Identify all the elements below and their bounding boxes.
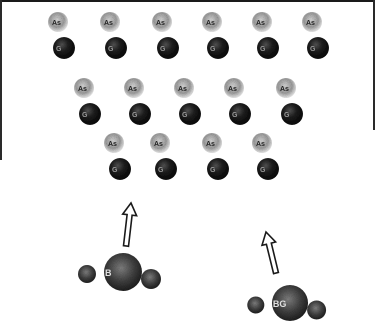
gallium-label: G (284, 112, 290, 119)
as-ga-pair: AsG (202, 133, 229, 180)
hydrogen-atom (141, 269, 161, 289)
gallium-label: G (210, 167, 216, 174)
as-ga-pair: AsG (48, 12, 75, 59)
as-ga-pair: AsG (174, 78, 201, 125)
hydrogen-atom (307, 301, 326, 320)
hydrogen-atom (247, 296, 264, 313)
gallium-label: G (82, 112, 88, 119)
gallium-label: G (232, 112, 238, 119)
arsenic-label: As (306, 20, 315, 27)
arsenic-label: As (78, 86, 87, 93)
up-arrow-icon (262, 232, 278, 274)
gallium-label: G (210, 46, 216, 53)
gallium-label: G (160, 46, 166, 53)
top-border (0, 0, 375, 2)
as-ga-pair: AsG (104, 133, 131, 180)
as-ga-pair: AsG (252, 133, 279, 180)
arsenic-label: As (256, 20, 265, 27)
boron-molecule: B (78, 253, 161, 291)
gallium-label: G (260, 167, 266, 174)
as-ga-pair: AsG (252, 12, 279, 59)
gallium-label: G (182, 112, 188, 119)
up-arrow-icon (123, 203, 137, 246)
as-ga-pair: AsG (74, 78, 101, 125)
boron-label: BG (273, 299, 287, 309)
arsenic-label: As (178, 86, 187, 93)
left-border (0, 0, 2, 160)
gallium-label: G (158, 167, 164, 174)
boron-molecule: BG (247, 285, 326, 321)
as-ga-pair: AsG (302, 12, 329, 59)
arrows-group (123, 203, 279, 274)
arsenic-label: As (256, 141, 265, 148)
gallium-label: G (260, 46, 266, 53)
arsenic-label: As (280, 86, 289, 93)
arsenic-label: As (154, 141, 163, 148)
arsenic-label: As (104, 20, 113, 27)
as-ga-pair: AsG (150, 133, 177, 180)
as-ga-pair: AsG (100, 12, 127, 59)
gallium-label: G (112, 167, 118, 174)
gaas-lattice: AsGAsGAsGAsGAsGAsGAsGAsGAsGAsGAsGAsGAsGA… (48, 12, 329, 180)
arsenic-label: As (108, 141, 117, 148)
arsenic-label: As (206, 141, 215, 148)
hydrogen-atom (78, 265, 96, 283)
gallium-label: G (310, 46, 316, 53)
arsenic-label: As (206, 20, 215, 27)
boron-molecules: B BG (78, 253, 326, 321)
arsenic-label: As (128, 86, 137, 93)
as-ga-pair: AsG (224, 78, 251, 125)
arsenic-label: As (156, 20, 165, 27)
boron-label: B (105, 268, 112, 278)
as-ga-pair: AsG (124, 78, 151, 125)
as-ga-pair: AsG (152, 12, 179, 59)
as-ga-pair: AsG (276, 78, 303, 125)
arsenic-label: As (228, 86, 237, 93)
arsenic-label: As (52, 20, 61, 27)
gallium-label: G (56, 46, 62, 53)
gallium-label: G (108, 46, 114, 53)
gallium-label: G (132, 112, 138, 119)
as-ga-pair: AsG (202, 12, 229, 59)
